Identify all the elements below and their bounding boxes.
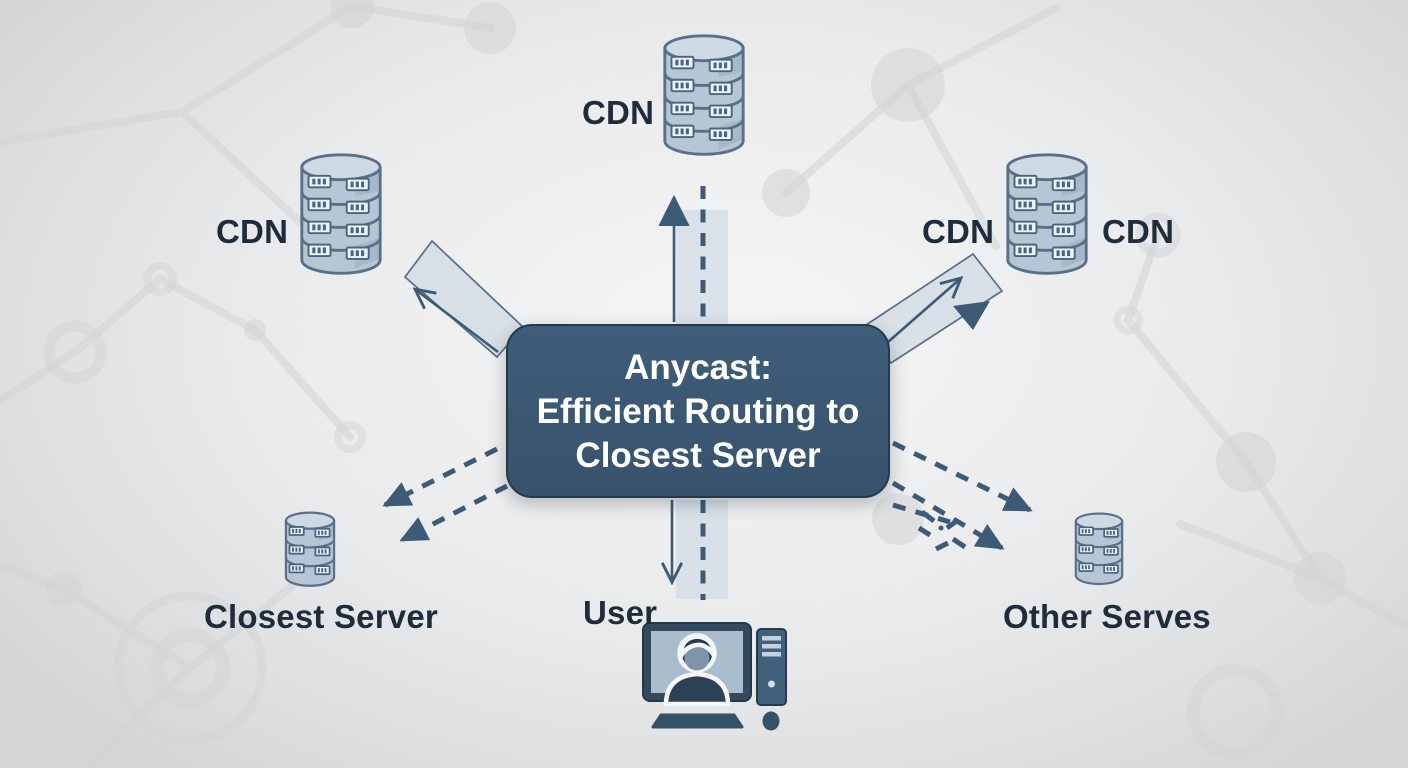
solid-arrowhead bbox=[953, 301, 990, 330]
cdn-left-label: CDN bbox=[216, 213, 289, 250]
other-servers-label: Other Serves bbox=[1003, 598, 1211, 635]
closest-server-label: Closest Server bbox=[204, 598, 438, 635]
cdn-top-database-icon bbox=[661, 31, 747, 161]
user-workstation-icon bbox=[640, 620, 790, 732]
arrow-up-to-cdn-top bbox=[658, 186, 728, 324]
dash-scatter bbox=[917, 510, 967, 552]
arrows-dashed-to-other-servers bbox=[891, 440, 1033, 552]
cdn-right-label-right: CDN bbox=[1102, 213, 1175, 250]
arrows-dashed-to-closest-server bbox=[382, 446, 509, 543]
cdn-left-database-icon bbox=[298, 150, 384, 280]
arrow-block-to-cdn-left bbox=[403, 239, 525, 359]
cdn-right-label-left: CDN bbox=[922, 213, 995, 250]
anycast-title-box: Anycast: Efficient Routing to Closest Se… bbox=[506, 324, 890, 498]
title-line-2: Efficient Routing to bbox=[536, 392, 860, 431]
other-servers-database-icon bbox=[1071, 511, 1127, 590]
user-label: User bbox=[583, 594, 658, 631]
title-line-1: Anycast: bbox=[624, 348, 772, 387]
title-line-3: Closest Server bbox=[575, 436, 821, 475]
cdn-right-database-icon bbox=[1004, 150, 1090, 280]
closest-server-database-icon bbox=[281, 510, 339, 592]
network-nodes bbox=[43, 0, 1346, 760]
arrow-down-to-user bbox=[672, 500, 728, 600]
cdn-top-label: CDN bbox=[582, 94, 655, 131]
